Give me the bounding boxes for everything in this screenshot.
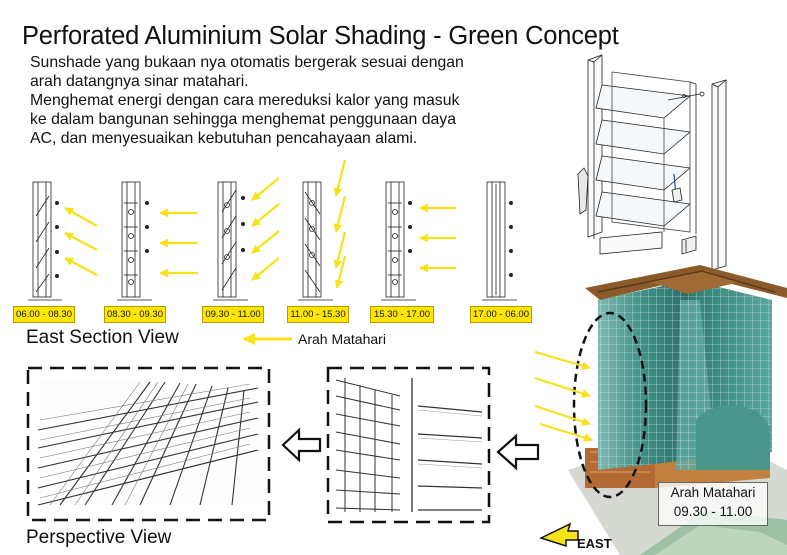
sun-arrows-4 (333, 159, 347, 289)
flow-arrow-left (281, 427, 322, 463)
page-title: Perforated Aluminium Solar Shading - Gre… (22, 22, 619, 50)
section-view-title: East Section View (26, 327, 179, 348)
shading-section-4 (298, 181, 333, 301)
badge-line2: 09.30 - 11.00 (673, 504, 753, 519)
time-label-3: 09.30 - 11.00 (202, 306, 264, 323)
sun-arrows-5 (419, 203, 456, 273)
compass-label: EAST (577, 536, 612, 551)
description-line: Sunshade yang bukaan nya otomatis berger… (30, 54, 464, 71)
perspective-view-title: Perspective View (26, 527, 172, 548)
time-label-2: 08.30 - 09.30 (104, 306, 166, 323)
time-label-6: 17.00 - 06.00 (470, 306, 532, 323)
description-line: arah datangnya sinar matahari. (30, 73, 249, 90)
description: Sunshade yang bukaan nya otomatis berger… (30, 53, 575, 148)
shading-section-3 (213, 181, 248, 301)
building-sun-arrows (534, 350, 593, 442)
sun-arrows-1 (64, 207, 98, 276)
perspective-view-large (26, 366, 271, 522)
perspective-view-small (326, 366, 491, 524)
time-label-1: 06.00 - 08.30 (13, 306, 75, 323)
description-line: AC, dan menyesuaikan kebutuhan pencahaya… (30, 130, 418, 147)
sun-arrows-2 (159, 208, 198, 278)
sun-time-badge: Arah Matahari 09.30 - 11.00 (658, 482, 768, 526)
sun-direction-label: Arah Matahari (298, 331, 386, 347)
description-line: Menghemat energi dengan cara mereduksi k… (30, 92, 460, 109)
shading-section-2 (117, 181, 152, 301)
shading-section-5 (381, 181, 416, 301)
description-line: ke dalam bangunan sehingga menghemat pen… (30, 111, 456, 128)
exploded-shading-detail (577, 54, 727, 271)
time-label-4: 11.00 - 15.30 (287, 306, 349, 323)
building-render (568, 265, 787, 555)
shading-section-6 (482, 181, 517, 301)
shading-section-1 (28, 181, 62, 301)
time-label-5: 15.30 - 17.00 (370, 306, 434, 323)
badge-line1: Arah Matahari (670, 485, 756, 500)
flow-arrow-right (496, 433, 540, 471)
east-compass-icon (538, 522, 579, 548)
sun-arrows-3 (251, 177, 280, 281)
